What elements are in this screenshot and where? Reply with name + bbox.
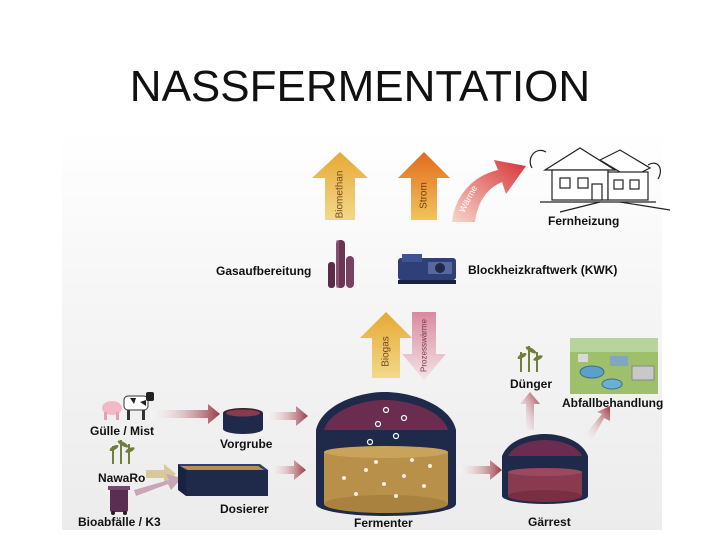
strom-arrow-label: Strom <box>418 182 430 209</box>
abfallbehandlung-label: Abfallbehandlung <box>562 396 664 410</box>
biogas-arrow <box>360 312 412 378</box>
livestock-icon <box>102 392 154 420</box>
vorgrube-label: Vorgrube <box>220 437 273 451</box>
bhkw-label: Blockheizkraftwerk (KWK) <box>468 263 618 277</box>
bioabfaelle-label: Bioabfälle / K3 <box>78 515 161 529</box>
nawaro-icon <box>109 440 135 464</box>
gaerrest-tank <box>502 434 588 504</box>
flow-arrow-fermenter <box>458 460 502 480</box>
gasaufbereitung-icon <box>328 240 354 288</box>
biogas-arrow-label: Biogas <box>380 336 392 367</box>
prozesswaerme-arrow <box>402 312 446 380</box>
strom-arrow <box>398 152 450 220</box>
fermenter-tank <box>316 392 456 516</box>
flow-arrow-vorgrube <box>266 406 308 426</box>
flow-arrow-guelle <box>150 404 220 424</box>
prozesswaerme-arrow-label: Prozesswärme <box>419 319 429 372</box>
flow-arrow-dosierer <box>270 460 306 480</box>
fermenter-label: Fermenter <box>354 516 413 530</box>
dosierer-tank <box>178 464 268 496</box>
flow-arrow-duenger <box>520 392 540 430</box>
dosierer-label: Dosierer <box>220 502 269 516</box>
nawaro-label: NawaRo <box>98 471 146 485</box>
gasaufbereitung-label: Gasaufbereitung <box>216 264 312 278</box>
duenger-icon <box>517 346 543 372</box>
page-title: NASSFERMENTATION <box>129 62 591 111</box>
bioabfaelle-icon <box>108 486 130 515</box>
abfallbehandlung-icon <box>570 338 658 394</box>
guelle-label: Gülle / Mist <box>90 424 155 438</box>
gaerrest-label: Gärrest <box>528 515 571 529</box>
waerme-arrow <box>452 160 526 222</box>
flow-arrow-abfallbehandlung <box>584 406 610 440</box>
flow-arrow-bioabfaelle <box>134 474 182 496</box>
duenger-label: Dünger <box>510 377 552 391</box>
biomethan-arrow <box>312 152 368 220</box>
house-icon <box>529 147 671 213</box>
bhkw-icon <box>398 254 456 284</box>
vorgrube-tank <box>223 408 263 434</box>
fernheizung-label: Fernheizung <box>548 214 620 228</box>
biomethan-arrow-label: Biomethan <box>334 170 346 219</box>
